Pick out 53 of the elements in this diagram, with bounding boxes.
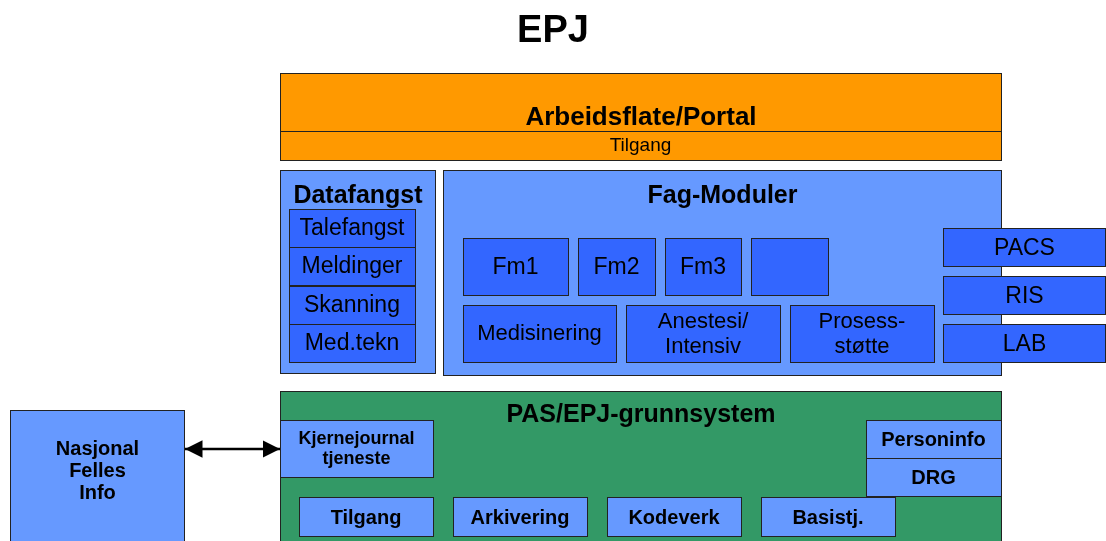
box-heading: Arbeidsflate/Portal bbox=[525, 102, 757, 131]
module-label: Fm3 bbox=[680, 253, 726, 280]
module-box bbox=[288, 285, 416, 325]
module-box bbox=[943, 276, 1106, 315]
service-box bbox=[865, 457, 1002, 497]
external-system-box bbox=[10, 410, 185, 541]
module-label: Med.tekn bbox=[304, 330, 400, 356]
portal-box bbox=[280, 73, 1002, 161]
module-label: Prosess- støtte bbox=[817, 309, 907, 358]
empty-module-box bbox=[750, 237, 829, 296]
service-box bbox=[760, 496, 896, 537]
module-box bbox=[462, 237, 569, 296]
service-box bbox=[279, 419, 434, 478]
service-label: Kodeverk bbox=[628, 505, 720, 528]
module-label: Talefangst bbox=[299, 215, 405, 241]
service-label: Tilgang bbox=[330, 505, 402, 528]
module-box bbox=[288, 208, 416, 248]
service-label: Arkivering bbox=[470, 505, 570, 528]
double-arrow bbox=[185, 440, 280, 458]
panel-heading: Datafangst bbox=[293, 181, 423, 209]
service-label: Personinfo bbox=[881, 428, 986, 450]
service-box bbox=[606, 496, 742, 537]
module-box bbox=[943, 324, 1106, 363]
module-label: RIS bbox=[1005, 282, 1044, 309]
panel-heading: PAS/EPJ-grunnsystem bbox=[506, 400, 776, 428]
band-label: Tilgang bbox=[609, 135, 672, 156]
panel-heading: Fag-Moduler bbox=[647, 181, 798, 209]
diagram-title: EPJ bbox=[517, 8, 589, 50]
module-box bbox=[577, 237, 656, 296]
service-box bbox=[452, 496, 588, 537]
service-box bbox=[865, 419, 1002, 459]
module-label: Medisinering bbox=[477, 321, 602, 346]
module-label: Meldinger bbox=[301, 253, 403, 279]
module-label: Fm1 bbox=[492, 253, 539, 280]
module-box bbox=[288, 246, 416, 286]
module-label: Anestesi/ Intensiv bbox=[656, 309, 750, 358]
module-label: LAB bbox=[1002, 330, 1047, 357]
module-box bbox=[789, 304, 935, 363]
module-box bbox=[664, 237, 742, 296]
service-label: DRG bbox=[911, 466, 956, 488]
box-label: Nasjonal Felles Info bbox=[54, 437, 141, 503]
module-box bbox=[462, 304, 617, 363]
module-panel bbox=[280, 170, 436, 374]
service-label: Basistj. bbox=[792, 505, 864, 528]
module-box bbox=[943, 228, 1106, 267]
module-box bbox=[288, 323, 416, 363]
module-label: PACS bbox=[994, 234, 1055, 261]
service-label: Kjernejournal tjeneste bbox=[297, 428, 416, 469]
module-label: Skanning bbox=[304, 292, 400, 318]
module-box bbox=[625, 304, 781, 363]
base-system-panel bbox=[280, 391, 1002, 541]
module-label: Fm2 bbox=[593, 253, 640, 280]
service-box bbox=[298, 496, 434, 537]
